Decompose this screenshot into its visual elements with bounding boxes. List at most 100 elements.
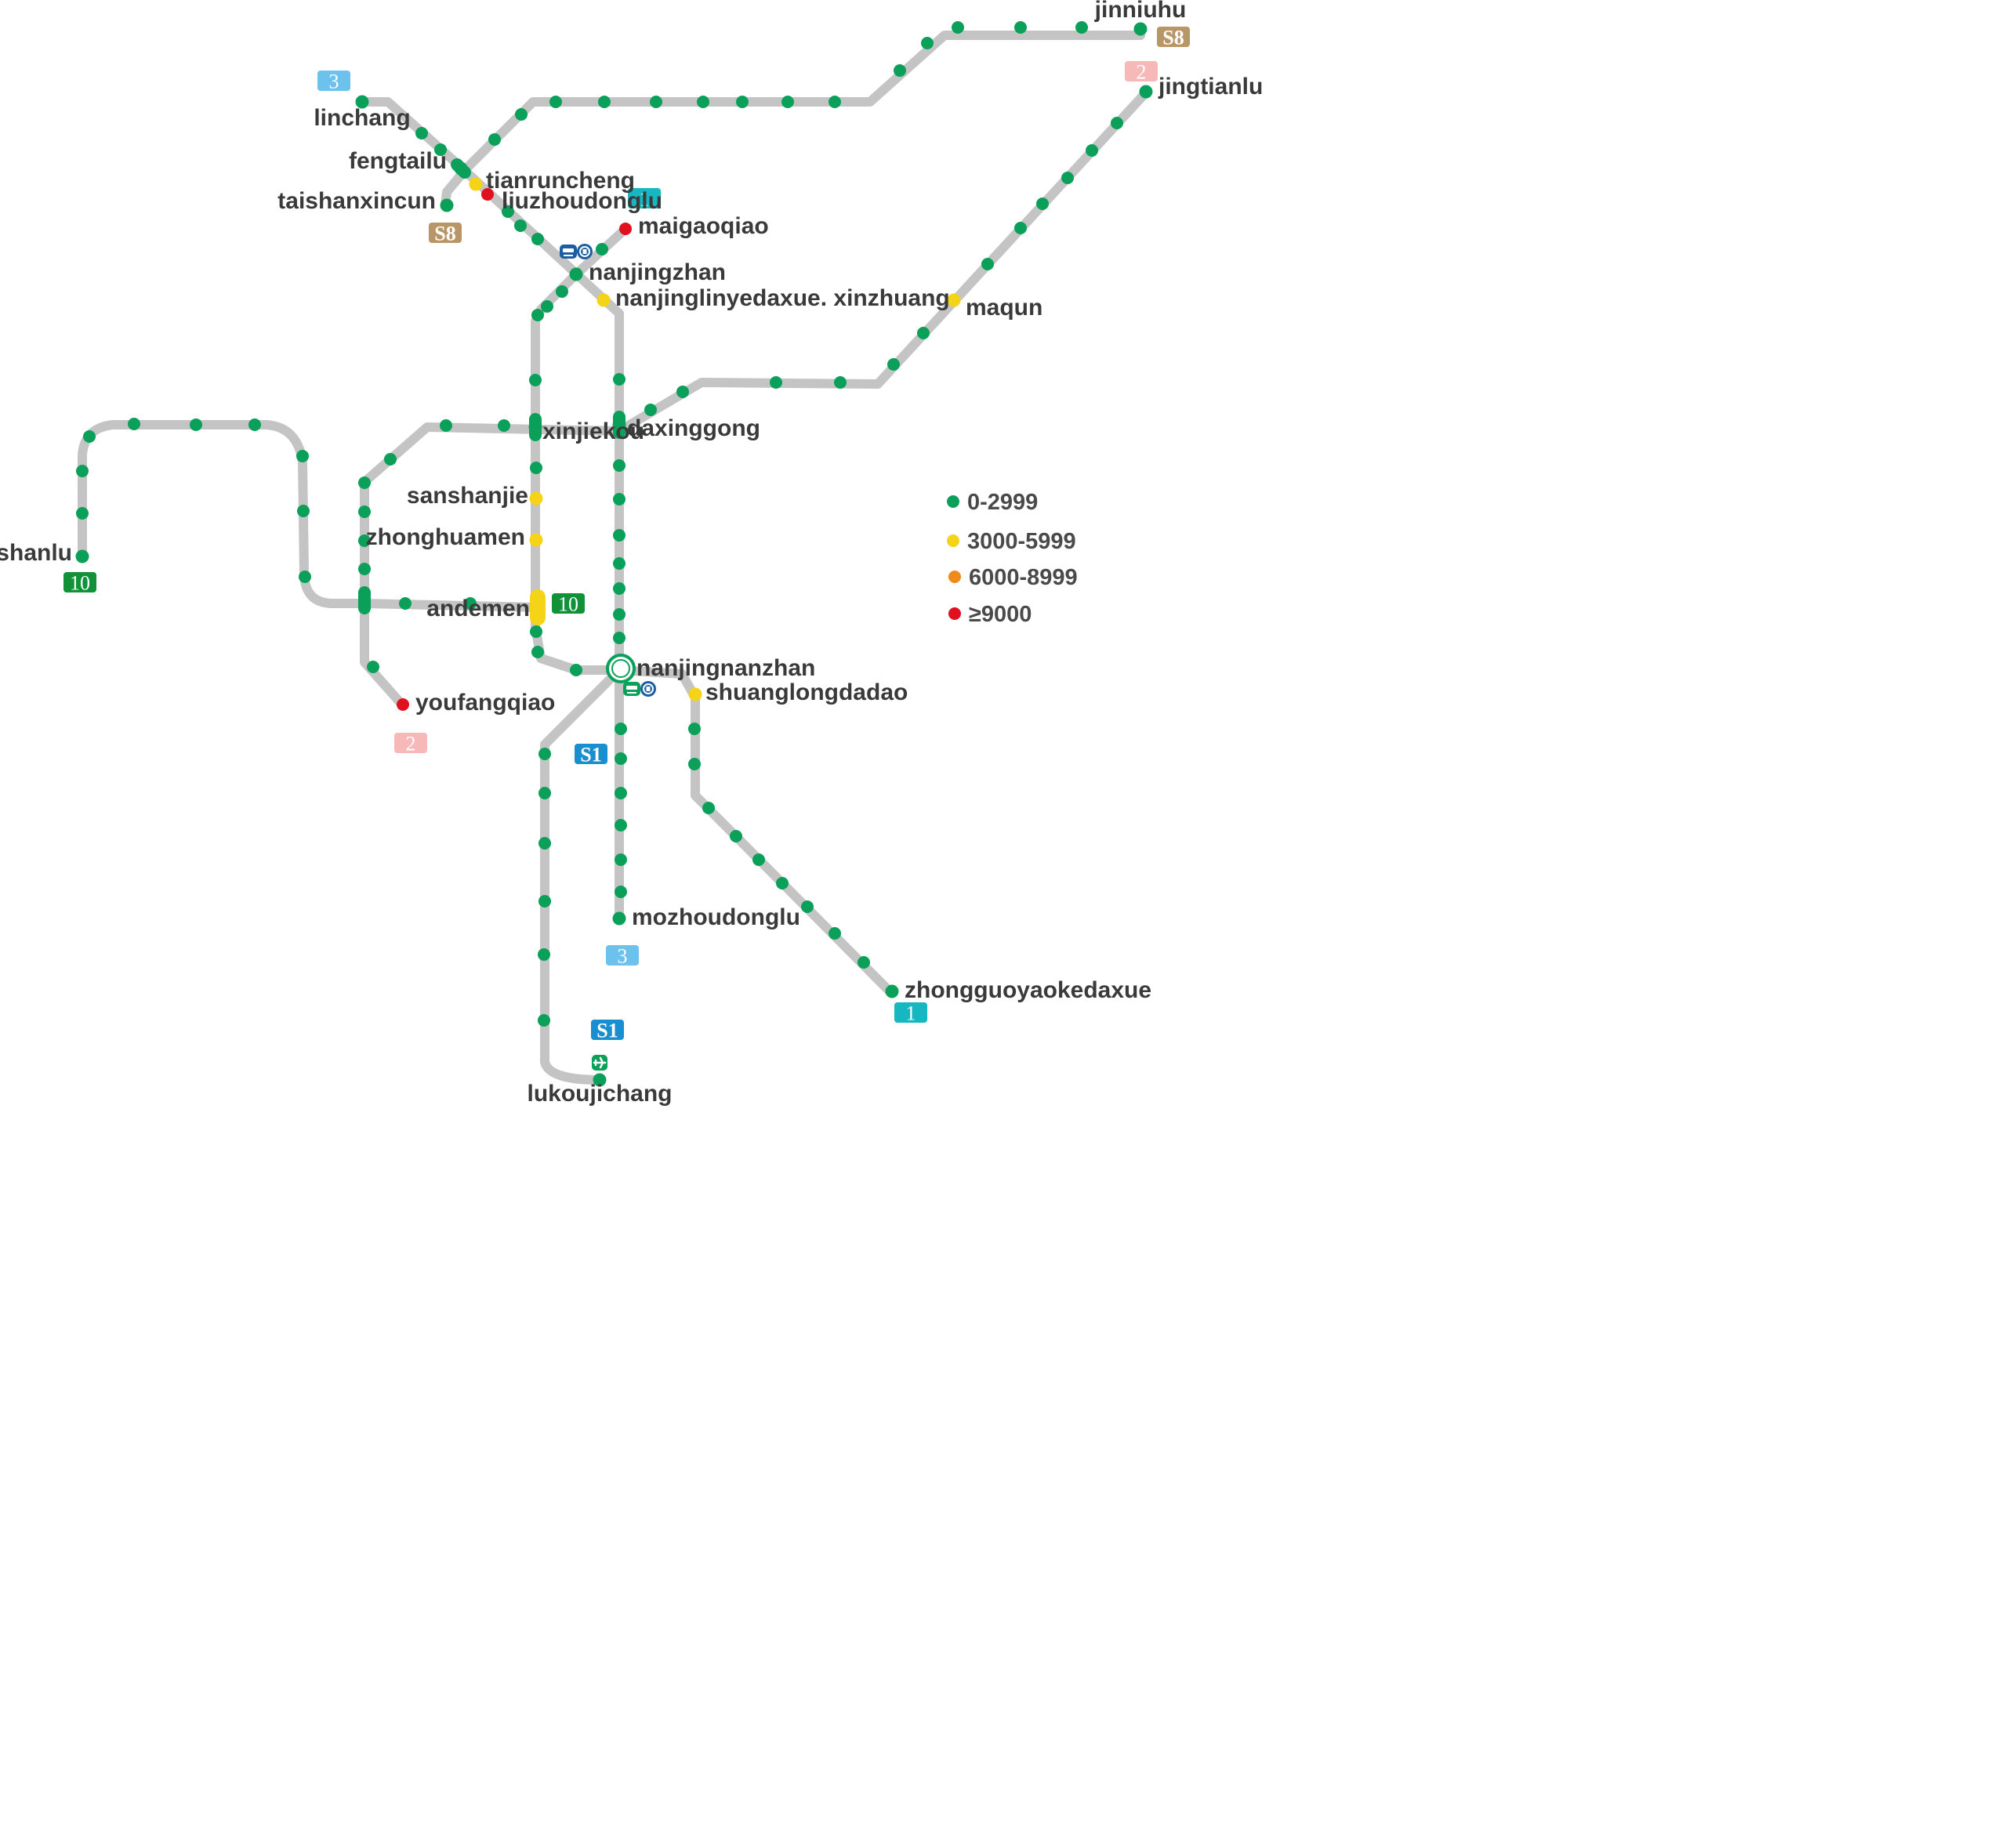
station-dot[interactable]: [829, 96, 841, 108]
station-dot[interactable]: [415, 127, 428, 139]
station-dot[interactable]: [702, 802, 715, 814]
station-dot[interactable]: [613, 459, 625, 472]
station-dot[interactable]: [858, 956, 870, 969]
station-dot[interactable]: [358, 505, 371, 518]
station-taishanxincun[interactable]: [440, 198, 454, 212]
station-dot[interactable]: [530, 462, 542, 474]
station-andemen[interactable]: [531, 600, 545, 614]
station-dot[interactable]: [981, 258, 994, 270]
station-dot[interactable]: [570, 664, 582, 676]
station-tianruncheng[interactable]: [469, 177, 483, 191]
station-dot[interactable]: [531, 646, 544, 658]
station-dot[interactable]: [358, 563, 371, 575]
station-dot[interactable]: [921, 37, 934, 49]
station-dot[interactable]: [834, 376, 847, 389]
station-dot[interactable]: [488, 133, 501, 146]
station-dot[interactable]: [128, 418, 140, 430]
station-dot[interactable]: [541, 300, 553, 313]
station-dot[interactable]: [730, 830, 742, 842]
station-dot[interactable]: [676, 386, 689, 398]
station-dot[interactable]: [1111, 117, 1123, 129]
station-dot[interactable]: [538, 787, 551, 799]
station-dot[interactable]: [770, 376, 782, 389]
station-zhonghuamen[interactable]: [529, 533, 543, 547]
transfer-station[interactable]: [358, 586, 371, 614]
station-dot[interactable]: [358, 534, 371, 547]
station-dot[interactable]: [502, 205, 514, 218]
station-dot[interactable]: [688, 723, 701, 735]
station-yushanlu[interactable]: [75, 549, 89, 563]
station-dot[interactable]: [615, 853, 627, 866]
station-dot[interactable]: [76, 507, 89, 520]
station-dot[interactable]: [498, 419, 510, 432]
station-dot[interactable]: [1075, 21, 1088, 34]
station-dot[interactable]: [1014, 222, 1027, 234]
station-dot[interactable]: [297, 505, 310, 517]
station-dot[interactable]: [644, 404, 657, 416]
station-dot[interactable]: [531, 309, 544, 321]
station-dot[interactable]: [1014, 21, 1027, 34]
station-dot[interactable]: [514, 219, 527, 232]
station-liuzhoudonglu[interactable]: [481, 188, 494, 201]
station-dot[interactable]: [697, 96, 709, 108]
station-dot[interactable]: [887, 358, 900, 371]
station-dot[interactable]: [531, 233, 544, 245]
station-dot[interactable]: [615, 723, 627, 735]
station-dot[interactable]: [613, 557, 625, 570]
station-zhongguoyaokedaxue[interactable]: [885, 984, 899, 998]
station-dot[interactable]: [917, 327, 930, 339]
station-dot[interactable]: [952, 21, 964, 34]
station-maigaoqiao[interactable]: [619, 223, 632, 235]
station-dot[interactable]: [894, 64, 906, 77]
station-shuanglongdadao[interactable]: [688, 687, 702, 701]
station-dot[interactable]: [556, 285, 568, 298]
station-dot[interactable]: [615, 819, 627, 831]
station-nanjingzhan[interactable]: [569, 267, 583, 281]
station-dot[interactable]: [76, 465, 89, 477]
station-dot[interactable]: [613, 529, 625, 542]
station-jinniuhu[interactable]: [1133, 22, 1148, 36]
station-linchang[interactable]: [355, 95, 369, 109]
station-dot[interactable]: [1036, 197, 1049, 210]
station-dot[interactable]: [650, 96, 662, 108]
station-dot[interactable]: [538, 1014, 550, 1027]
station-jingtianlu[interactable]: [1139, 85, 1153, 99]
station-dot[interactable]: [358, 476, 371, 489]
station-dot[interactable]: [613, 632, 625, 644]
station-dot[interactable]: [1061, 172, 1074, 184]
station-dot[interactable]: [615, 886, 627, 898]
station-dot[interactable]: [613, 493, 625, 505]
station-dot[interactable]: [776, 877, 789, 889]
station-youfangqiao[interactable]: [397, 698, 409, 711]
station-dot[interactable]: [464, 597, 477, 610]
station-dot[interactable]: [613, 373, 625, 386]
station-dot[interactable]: [613, 582, 625, 595]
station-dot[interactable]: [829, 927, 841, 940]
station-dot[interactable]: [801, 900, 814, 913]
station-dot[interactable]: [615, 752, 627, 765]
station-nanjinglinyedaxue-xinzhuang[interactable]: [596, 293, 611, 307]
station-dot[interactable]: [440, 419, 452, 432]
station-dot[interactable]: [299, 571, 311, 583]
station-dot[interactable]: [598, 96, 611, 108]
station-dot[interactable]: [752, 853, 765, 866]
station-dot[interactable]: [190, 418, 202, 431]
station-daxinggong[interactable]: [612, 418, 626, 432]
station-dot[interactable]: [596, 243, 608, 255]
station-dot[interactable]: [367, 661, 379, 673]
station-dot[interactable]: [549, 96, 562, 108]
station-sanshanjie[interactable]: [529, 491, 543, 505]
station-dot[interactable]: [296, 450, 309, 462]
station-fengtailu[interactable]: [454, 161, 468, 176]
station-dot[interactable]: [781, 96, 794, 108]
station-dot[interactable]: [736, 96, 749, 108]
station-maqun[interactable]: [947, 293, 961, 307]
station-dot[interactable]: [615, 787, 627, 799]
station-dot[interactable]: [530, 625, 542, 638]
station-dot[interactable]: [538, 748, 551, 760]
station-dot[interactable]: [515, 108, 528, 121]
station-lukoujichang[interactable]: [593, 1073, 607, 1087]
station-dot[interactable]: [613, 608, 625, 621]
station-dot[interactable]: [538, 895, 551, 908]
station-dot[interactable]: [434, 143, 447, 156]
